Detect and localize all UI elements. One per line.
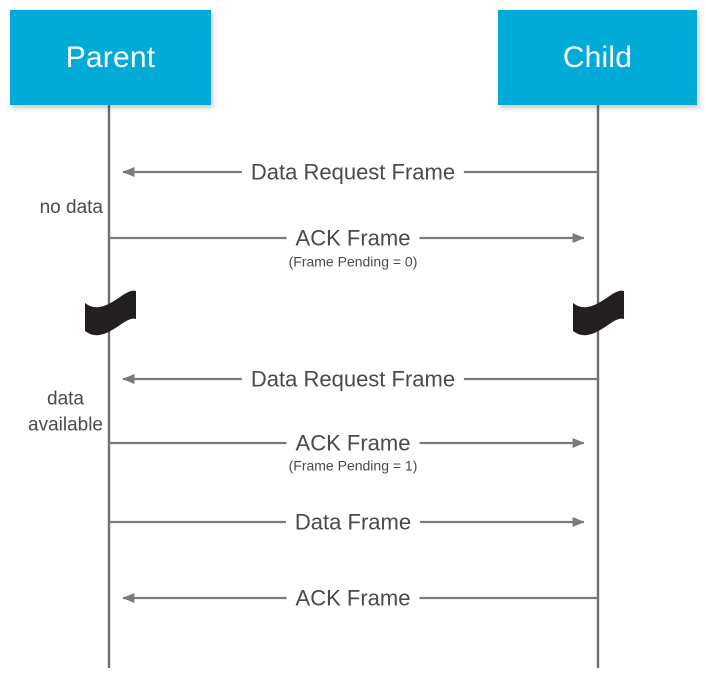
actor-header-parent[interactable]: Parent: [10, 10, 211, 105]
message-sublabel-m4: (Frame Pending = 1): [282, 458, 424, 474]
actor-label-child: Child: [562, 40, 633, 74]
side-note-no-data: no data: [39, 197, 103, 219]
message-label-m2: ACK Frame: [286, 226, 420, 250]
lifelines: [107, 105, 600, 668]
actor-label-parent: Parent: [65, 40, 156, 74]
side-note-data-available: data available: [28, 388, 103, 435]
message-label-m4: ACK Frame: [286, 431, 420, 455]
actor-header-child[interactable]: Child: [498, 10, 697, 105]
wavy-flag-break-icon: [85, 290, 136, 336]
wavy-flag-break-icon: [573, 290, 624, 336]
message-label-m6: ACK Frame: [286, 586, 420, 610]
message-label-m3: Data Request Frame: [241, 367, 465, 391]
break-symbols: [85, 290, 624, 336]
message-label-m5: Data Frame: [285, 510, 421, 534]
message-sublabel-m2: (Frame Pending = 0): [282, 254, 424, 270]
message-label-m1: Data Request Frame: [241, 160, 465, 184]
